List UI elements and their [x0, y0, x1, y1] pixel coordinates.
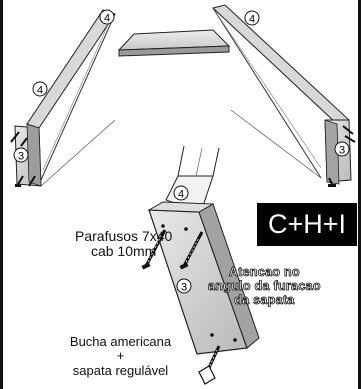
part-number-text: 4: [37, 85, 43, 97]
part-number-text: 3: [18, 151, 24, 163]
screws-label: Parafusos 7x40 cab 10mm: [75, 228, 173, 260]
right-end-screws: [328, 125, 356, 187]
part-number-text: 4: [104, 13, 110, 25]
part-number-top-right: 4: [244, 10, 260, 26]
note-line1: Atencao no: [228, 265, 300, 279]
part-number-text: 3: [339, 145, 345, 157]
part-number-left-side: 4: [32, 81, 48, 97]
part-number-left-end: 3: [13, 147, 29, 163]
bushing-label-line1: Bucha americana: [69, 334, 172, 349]
part-number-detail-panel: 3: [176, 278, 192, 294]
assembly-code-badge: C+H+I: [257, 203, 357, 246]
detail-screw-right: [179, 231, 204, 270]
part-number-text: 4: [249, 14, 255, 26]
bushing-label-line3: sapata regulável: [72, 362, 169, 378]
left-side-rail: [14, 9, 116, 187]
detail-screw-left: [141, 229, 167, 270]
bushing-foot-label: Bucha americana + sapata regulável: [53, 334, 188, 378]
right-side-rail: [211, 4, 352, 185]
assembly-illustration: 4 4 4 3 3: [10, 4, 356, 385]
note-line2: angulo da furacao: [208, 278, 321, 293]
screws-label-line2: cab 10mm: [90, 243, 157, 260]
leveling-foot: [198, 345, 221, 385]
part-number-detail-top: 4: [173, 185, 189, 201]
bushing-label-line2: +: [116, 348, 125, 364]
drilling-angle-note: Atencao no angulo da furacao da sapata: [208, 265, 321, 307]
top-shelf: [117, 29, 231, 57]
part-number-right-end: 3: [334, 141, 350, 157]
part-number-top-left: 4: [99, 9, 115, 25]
note-line3: da sapata: [234, 292, 295, 307]
part-number-text: 4: [178, 189, 184, 201]
screws-label-line1: Parafusos 7x40: [75, 228, 173, 244]
left-end-screws: [10, 131, 36, 187]
detail-panel: [147, 201, 260, 355]
part-number-text: 3: [181, 282, 187, 294]
